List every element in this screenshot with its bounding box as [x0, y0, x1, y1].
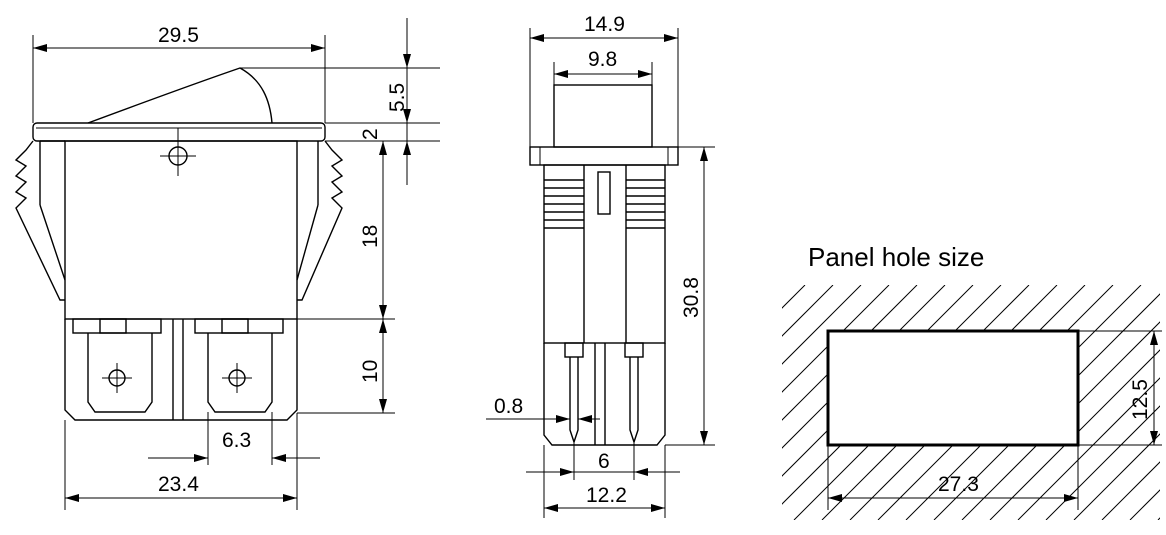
dim-pin-spacing: 6: [598, 450, 610, 473]
side-actuator: [553, 84, 653, 148]
pin-left: [564, 342, 584, 445]
hatch-line: [782, 285, 862, 520]
front-view: 29.5 5.5 2 18 10 6.3: [14, 18, 440, 510]
pin-right: [624, 342, 644, 445]
hatch-line: [782, 285, 918, 520]
hatch-line: [782, 285, 834, 520]
dim-terminal-span: 23.4: [158, 473, 199, 496]
hatch-line: [1157, 285, 1160, 520]
dim-pin-thickness: 0.8: [494, 395, 523, 418]
dim-side-total-height: 30.8: [680, 277, 703, 318]
right-latch: [297, 140, 344, 301]
dim-terminal-length: 10: [359, 360, 382, 383]
hatch-line: [542, 285, 777, 520]
side-ribs-right: [626, 179, 665, 229]
hatch-line: [989, 285, 1160, 520]
panel-hole-cutout: [826, 329, 1080, 447]
dim-side-body-width: 12.2: [586, 484, 627, 507]
front-body: [64, 140, 298, 320]
dim-terminal-width: 6.3: [222, 429, 251, 452]
terminal-right: [207, 333, 273, 413]
center-hole-icon: [160, 128, 196, 176]
hatch-line: [782, 285, 890, 520]
side-view: 14.9 9.8 30.8 0.8 6 12.2: [486, 13, 715, 518]
front-flange: [32, 122, 326, 142]
dim-actuator-height: 5.5: [386, 83, 409, 112]
hatch-line: [1017, 285, 1160, 520]
dim-front-width: 29.5: [158, 24, 199, 47]
rocker-actuator: [87, 67, 273, 124]
panel-hole-view: Panel hole size 12.5 27.3: [542, 242, 1162, 520]
hatch-line: [1073, 285, 1160, 520]
terminal-left: [87, 333, 153, 413]
side-ribs-left: [544, 179, 584, 229]
left-latch: [14, 140, 65, 301]
dim-body-height: 18: [359, 225, 382, 248]
dim-hole-width: 27.3: [938, 473, 979, 496]
side-flange: [529, 146, 679, 166]
side-body: [543, 164, 666, 344]
dim-side-actuator-width: 9.8: [588, 48, 617, 71]
hatch-line: [1045, 285, 1160, 520]
panel-hatching: [542, 285, 1160, 520]
dim-flange-thickness: 2: [359, 128, 382, 140]
hatch-line: [1101, 285, 1160, 520]
dim-hole-height: 12.5: [1129, 379, 1152, 420]
dim-side-top-width: 14.9: [584, 13, 625, 36]
panel-hole-title: Panel hole size: [808, 242, 984, 272]
